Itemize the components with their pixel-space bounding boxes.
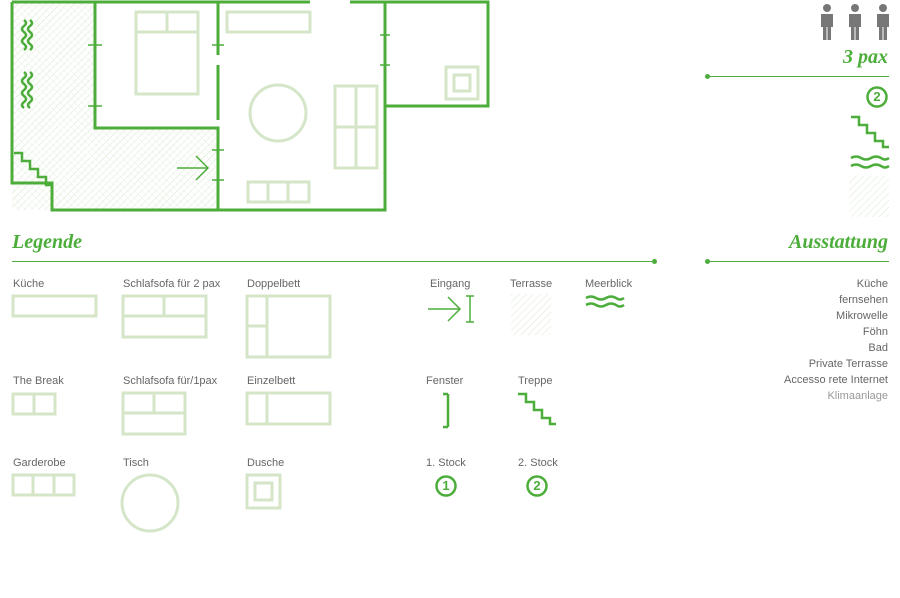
person-icon (849, 4, 861, 40)
wave-icon (850, 155, 890, 169)
kitchen-symbol (11, 294, 98, 318)
furniture (134, 10, 480, 204)
legend-label-stock1: 1. Stock (426, 457, 466, 469)
legend-label-schlafsofa2: Schlafsofa für 2 pax (123, 278, 221, 290)
legend-label-doppelbett: Doppelbett (247, 278, 301, 290)
entrance-arrow-icon (428, 295, 474, 323)
wardrobe-symbol (11, 473, 76, 497)
floor-badge-number: 2 (873, 89, 881, 104)
staircase-icon (851, 115, 889, 149)
legend-title: Legende (12, 231, 82, 253)
amenity-item: Klimaanlage (827, 390, 888, 402)
floor-badge-icon (435, 475, 457, 497)
legend-label-fenster: Fenster (426, 375, 464, 387)
amenity-item: Private Terrasse (808, 358, 888, 370)
amenity-item: Mikrowelle (836, 310, 888, 322)
terrace-hatch-icon (849, 176, 889, 217)
staircase-icon (14, 151, 52, 187)
sofa-bed-1-symbol (121, 391, 187, 436)
legend-label-meerblick: Meerblick (585, 278, 633, 290)
amenities-title: Ausstattung (789, 231, 888, 253)
legend-label-kueche: Küche (13, 278, 45, 290)
window-icon (443, 392, 450, 429)
pax-label: 3 pax (843, 46, 888, 68)
sofa-bed-2-symbol (121, 294, 208, 339)
amenity-item: Küche (856, 278, 888, 290)
person-icons (818, 3, 894, 41)
floor-badge-icon: 2 (866, 86, 888, 108)
legend-label-tisch: Tisch (123, 457, 149, 469)
person-icon (877, 4, 889, 40)
amenity-item: fernsehen (839, 294, 888, 306)
staircase-icon (518, 392, 556, 426)
amenities-list: Küche fernsehen Mikrowelle Föhn Bad Priv… (784, 276, 888, 404)
legend-label-garderobe: Garderobe (13, 457, 66, 469)
stock2-badge-number: 2 (533, 478, 541, 493)
table-symbol (120, 473, 180, 533)
legend-label-the-break: The Break (13, 375, 64, 387)
walls (10, 0, 490, 212)
legend-label-terrasse: Terrasse (510, 278, 553, 290)
legend-label-eingang: Eingang (430, 278, 471, 290)
the-break-symbol (11, 392, 57, 416)
double-bed-symbol (245, 294, 332, 359)
wave-icon (20, 19, 34, 109)
terrace-area (12, 2, 218, 210)
shower-symbol (245, 473, 282, 510)
person-icon (821, 4, 833, 40)
legend-label-treppe: Treppe (518, 375, 553, 387)
legend-label-einzelbett: Einzelbett (247, 375, 296, 387)
terrace-hatch-icon (511, 294, 551, 335)
amenity-item: Accesso rete Internet (784, 374, 888, 386)
amenity-item: Bad (868, 342, 888, 354)
pax-rule (705, 74, 889, 79)
legend-label-dusche: Dusche (247, 457, 285, 469)
legend-label-stock2: 2. Stock (518, 457, 558, 469)
amenities-rule (705, 259, 889, 264)
entrance-arrow-icon (177, 155, 210, 181)
legend-label-schlafsofa1: Schlafsofa für/1pax (123, 375, 218, 387)
legend-rule (12, 259, 657, 264)
amenity-item: Föhn (862, 326, 888, 338)
floor-badge-icon (526, 475, 548, 497)
wave-icon (585, 295, 625, 308)
single-bed-symbol (245, 391, 332, 426)
stock1-badge-number: 1 (442, 478, 450, 493)
floor-plan (10, 0, 490, 212)
